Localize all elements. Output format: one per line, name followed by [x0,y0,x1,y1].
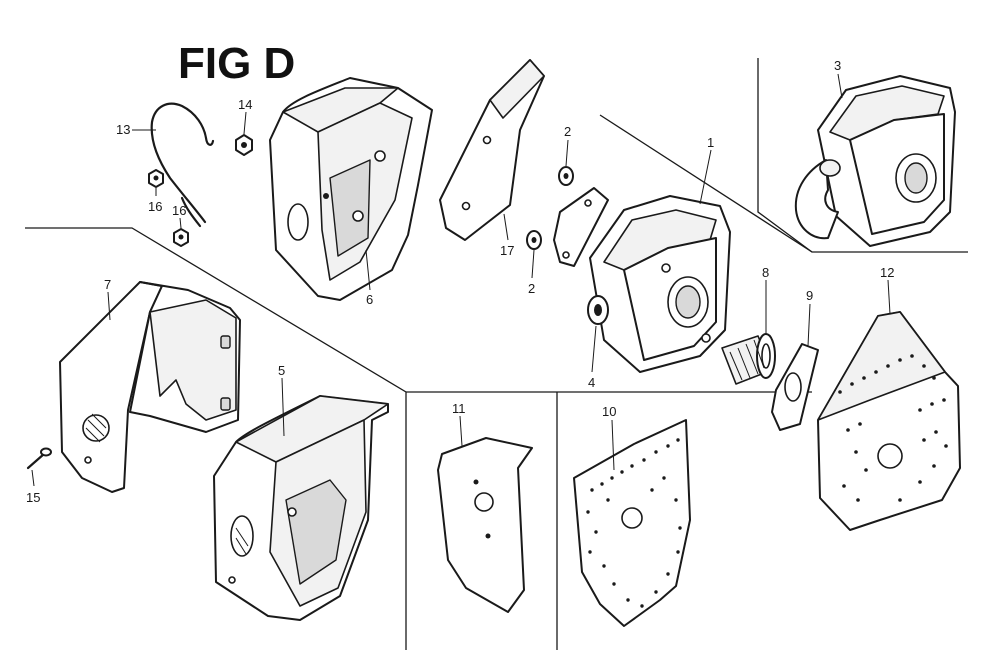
leader-14 [243,111,247,135]
leader-5 [281,377,285,437]
leader-9 [807,303,811,347]
part-12-perforations [838,354,948,502]
part-13-hanger-wire [150,102,215,228]
part-11-plate [437,437,533,613]
part-1-muffler [587,195,731,373]
divider-top-right [757,58,968,253]
flange-gasket [553,187,609,267]
leader-6 [365,249,371,291]
part-5-protector-lower [213,395,389,621]
part-2-washer-lower [526,230,542,250]
leader-3 [837,73,843,99]
callout-16-lower: 16 [172,203,186,218]
leader-2-upper [565,139,569,167]
leader-7 [107,291,111,321]
callout-7: 7 [104,277,111,292]
part-10-perforations [586,438,682,608]
leader-10 [611,419,615,471]
part-2-washer-upper [558,166,574,186]
leader-15 [31,469,35,487]
leader-lines [31,73,891,487]
part-17-heat-plate [439,59,545,241]
part-9-gasket [771,343,819,431]
part-16-nut-upper [148,169,164,188]
callout-16-upper: 16 [148,199,162,214]
callout-10: 10 [602,404,616,419]
callout-2-lower: 2 [528,281,535,296]
callout-13: 13 [116,122,130,137]
callout-14: 14 [238,97,252,112]
divider-left [25,227,407,650]
callout-5: 5 [278,363,285,378]
callout-labels: 1 2 2 3 4 5 6 7 8 9 10 11 12 13 14 15 16… [26,58,894,505]
part-7-heat-guard [59,281,241,493]
part-3-muffler-assembly [794,75,956,247]
part-6-protector-upper [269,77,433,301]
leader-2-lower [531,249,535,279]
figure-title: FIG D [178,39,295,88]
part-10-perforated-plate [573,419,691,627]
callout-8: 8 [762,265,769,280]
callout-11: 11 [452,401,466,416]
callout-12: 12 [880,265,894,280]
leader-16-lower [179,217,182,229]
leader-4 [591,325,597,373]
callout-1: 1 [707,135,714,150]
part-15-screw [26,447,52,470]
leader-1 [699,149,712,205]
part-16-nut-lower [173,228,189,247]
callout-17: 17 [500,243,514,258]
callout-4: 4 [588,375,595,390]
callout-9: 9 [806,288,813,303]
leader-12 [887,279,891,315]
callout-2-upper: 2 [564,124,571,139]
callout-6: 6 [366,292,373,307]
callout-15: 15 [26,490,40,505]
leader-11 [459,415,463,447]
part-12-perforated-cover [817,311,961,531]
part-8-spark-arrester [721,333,776,385]
divider-diagonal [599,114,813,253]
section-dividers [25,58,968,650]
callout-3: 3 [834,58,841,73]
leader-17 [503,213,509,241]
part-14-nut [235,134,253,156]
